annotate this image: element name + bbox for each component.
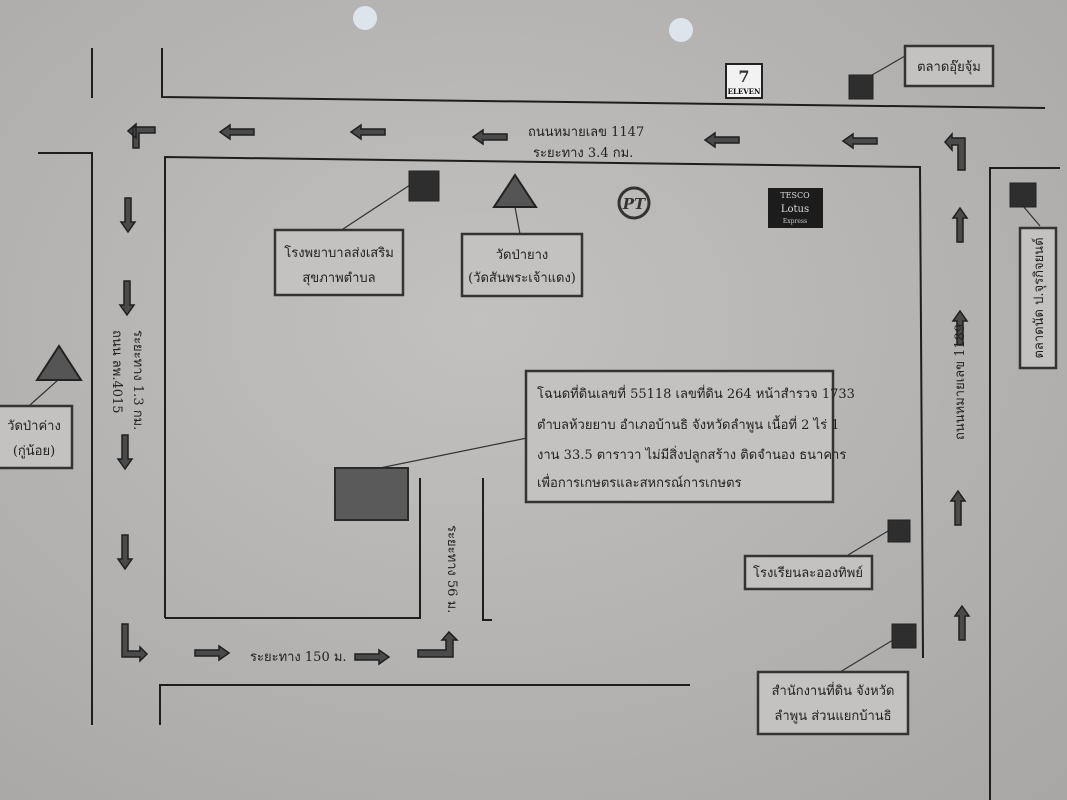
land-office-label: สำนักงานที่ดิน จังหวัด ลำพูน ส่วนแยกบ้าน… (756, 670, 910, 736)
svg-text:โฉนดที่ดินเลขที่ 55118 เลขที: โฉนดที่ดินเลขที่ 55118 เลขที่ดิน 264 หน้… (537, 385, 855, 402)
turn-arrow-icon (121, 623, 149, 663)
punch-hole (669, 18, 693, 42)
seven-eleven-logo: 7 ELEVEN (725, 63, 763, 99)
arrow-left-icon (703, 131, 740, 149)
svg-text:(วัดสันพระเจ้าแดง): (วัดสันพระเจ้าแดง) (468, 271, 576, 286)
pt-logo: PT (617, 186, 651, 220)
svg-text:โรงพยาบาลส่งเสริม: โรงพยาบาลส่งเสริม (284, 245, 394, 261)
arrow-down-icon (116, 434, 134, 471)
market-ui-jum-label: ตลาดอุ๊ยจุ้ม (903, 44, 995, 88)
left-road-name: ถนน ลพ.4015 (109, 330, 124, 414)
wat-pa-yang-label: วัดป่ายาง (วัดสันพระเจ้าแดง) (460, 232, 584, 298)
arrow-down-icon (119, 197, 137, 234)
svg-text:ลำพูน ส่วนแยกบ้านธิ: ลำพูน ส่วนแยกบ้านธิ (774, 709, 891, 724)
arrow-up-icon (949, 489, 967, 526)
arrow-right-icon (354, 648, 391, 666)
land-office-marker (891, 623, 917, 649)
tesco-lotus-logo: TESCO Lotus Express (768, 188, 823, 228)
hospital-label: โรงพยาบาลส่งเสริม สุขภาพตำบล (273, 228, 405, 297)
svg-text:ตลาดนัด ป.จุรกิจยนต์: ตลาดนัด ป.จุรกิจยนต์ (1031, 237, 1047, 358)
turn-arrow-icon (417, 630, 459, 658)
svg-text:ELEVEN: ELEVEN (728, 87, 761, 96)
temple-marker (35, 344, 83, 381)
arrow-down-icon (116, 534, 134, 571)
top-road-name: ถนนหมายเลข 1147 (528, 125, 644, 140)
arrow-up-icon (951, 309, 969, 346)
svg-text:ตำบลห้วยยาบ อำเภอบ้านธิ จังห: ตำบลห้วยยาบ อำเภอบ้านธิ จังหวัดลำพูน เนื… (537, 415, 839, 433)
market-marker (848, 74, 874, 100)
school-marker (887, 519, 911, 543)
road-lines (38, 48, 1060, 800)
svg-text:สำนักงานที่ดิน จังหวัด: สำนักงานที่ดิน จังหวัด (772, 682, 895, 699)
turn-arrow-icon (126, 122, 156, 149)
bottom-road-distance: ระยะทาง 150 ม. (250, 650, 347, 665)
svg-text:(กู่น้อย): (กู่น้อย) (13, 444, 55, 459)
svg-text:Lotus: Lotus (781, 204, 809, 215)
parcel-info-box: โฉนดที่ดินเลขที่ 55118 เลขที่ดิน 264 หน้… (524, 369, 855, 504)
market-marker (1009, 182, 1037, 208)
svg-text:7: 7 (738, 67, 749, 86)
hospital-marker (408, 170, 440, 202)
lane-distance: ระยะทาง 56 ม. (444, 525, 459, 613)
svg-text:วัดป่ายาง: วัดป่ายาง (496, 248, 549, 263)
land-parcel (334, 467, 409, 521)
svg-text:สุขภาพตำบล: สุขภาพตำบล (302, 271, 375, 286)
market-nat-label: ตลาดนัด ป.จุรกิจยนต์ (1018, 226, 1058, 370)
temple-marker (492, 173, 538, 208)
arrow-left-icon (841, 132, 878, 150)
svg-text:เพื่อการเกษตรและสหกรณ์การเกษตร: เพื่อการเกษตรและสหกรณ์การเกษตร (537, 474, 742, 491)
svg-text:โรงเรียนละอองทิพย์: โรงเรียนละอองทิพย์ (753, 565, 863, 581)
punch-hole (353, 6, 377, 30)
turn-arrow-icon (944, 132, 966, 171)
arrow-up-icon (951, 206, 969, 243)
svg-text:Express: Express (783, 218, 807, 225)
school-label: โรงเรียนละอองทิพย์ (743, 554, 874, 591)
arrow-right-icon (194, 644, 231, 662)
wat-pa-khang-label: วัดป่าค่าง (กู่น้อย) (0, 404, 74, 470)
left-road-distance: ระยะทาง 1.3 กม. (130, 330, 145, 430)
arrow-down-icon (118, 280, 136, 317)
top-road-distance: ระยะทาง 3.4 กม. (533, 146, 633, 161)
svg-text:งาน 33.5 ตาราวา ไม่มีสิ่งปลูก: งาน 33.5 ตาราวา ไม่มีสิ่งปลูกสร้าง ติดจำ… (537, 446, 846, 463)
arrow-left-icon (471, 128, 508, 146)
svg-text:ตลาดอุ๊ยจุ้ม: ตลาดอุ๊ยจุ้ม (917, 60, 981, 75)
arrow-up-icon (953, 604, 971, 641)
svg-text:PT: PT (622, 195, 647, 213)
svg-text:วัดป่าค่าง: วัดป่าค่าง (7, 419, 61, 434)
direction-arrows (116, 122, 971, 666)
svg-text:TESCO: TESCO (780, 191, 810, 200)
right-road-name: ถนนหมายเลข 1189 (953, 324, 968, 440)
arrow-left-icon (218, 123, 255, 141)
arrow-left-icon (349, 123, 386, 141)
